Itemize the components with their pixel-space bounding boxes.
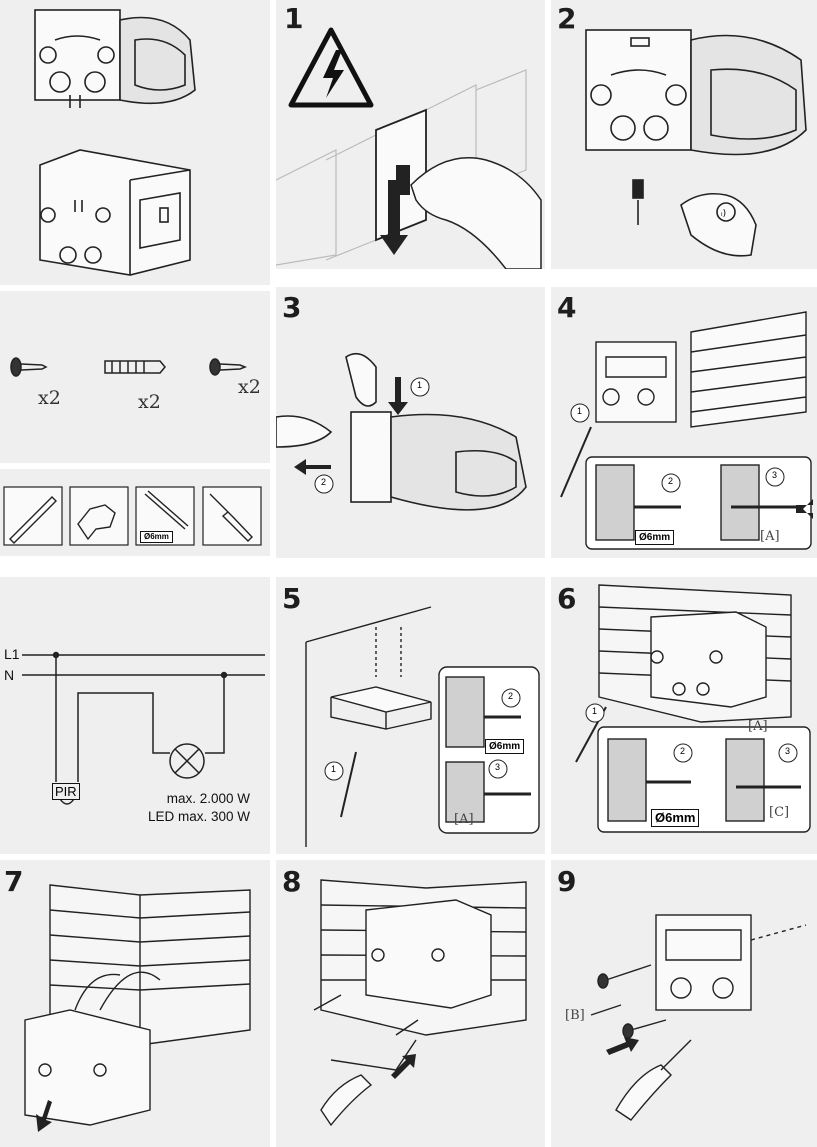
callout-3: 3 — [495, 762, 501, 772]
max-power-label: max. 2.000 W — [166, 791, 250, 806]
power-off-illustration — [276, 27, 542, 269]
open-cover-illustration — [276, 352, 527, 511]
panel-step-3: 3 1 2 — [276, 287, 545, 558]
panel-parts: x2 x2 x2 — [0, 291, 270, 463]
step-number: 3 — [282, 291, 302, 324]
led-max-label: LED max. 300 W — [147, 809, 250, 824]
step-number: 7 — [4, 865, 24, 898]
step-number: 1 — [284, 2, 304, 35]
reference-a: [A] — [748, 719, 768, 734]
callout-1: 1 — [331, 764, 337, 774]
step-number: 2 — [557, 2, 577, 35]
panel-step-7: 7 — [0, 860, 270, 1147]
callout-2: 2 — [668, 476, 674, 486]
callout-2: 2 — [321, 477, 327, 487]
tools-illustration — [3, 486, 262, 546]
drill-size-label: Ø6mm — [635, 530, 675, 545]
panel-step-4: 4 1 2 3 Ø6mm [A] — [551, 287, 817, 558]
step-number: 8 — [282, 865, 302, 898]
parts-illustration — [10, 357, 248, 377]
step-number: 4 — [557, 291, 577, 324]
panel-step-9: 9 [B] — [551, 860, 817, 1147]
reference-c: [C] — [769, 805, 790, 820]
warning-triangle-icon — [288, 27, 374, 108]
pull-cables-illustration — [24, 884, 251, 1132]
panel-tools: Ø6mm — [0, 469, 270, 556]
screw-count: x2 — [38, 387, 61, 409]
wall-mount-illustration — [575, 584, 811, 833]
small-screw-count: x2 — [238, 376, 261, 398]
reference-b: [B] — [565, 1008, 585, 1023]
step-number: 6 — [557, 582, 577, 615]
l1-label: L1 — [4, 646, 20, 662]
drill-bit-icon — [144, 490, 189, 530]
reference-a: [A] — [454, 812, 474, 827]
screwdriver-icon — [209, 493, 253, 542]
wall-plug-count: x2 — [138, 391, 161, 413]
pencil-icon — [9, 496, 57, 544]
final-screws-illustration — [590, 914, 807, 1121]
drill-size-label: Ø6mm — [651, 809, 700, 827]
pir-label: PIR — [52, 783, 80, 800]
screw-removal-illustration: ᵢ) — [585, 29, 807, 257]
sensor-illustration — [34, 9, 196, 276]
panel-step-8: 8 — [276, 860, 545, 1147]
callout-3: 3 — [772, 470, 778, 480]
drill-size-label: Ø6mm — [485, 739, 525, 754]
mark-drill-illustration — [560, 311, 813, 550]
ceiling-mount-illustration — [305, 606, 540, 847]
callout-3: 3 — [785, 746, 791, 756]
callout-2: 2 — [508, 691, 514, 701]
panel-step-1: 1 — [276, 0, 545, 269]
callout-1: 1 — [577, 406, 583, 416]
drill-bit-label: Ø6mm — [140, 531, 173, 543]
step-number: 9 — [557, 865, 577, 898]
drill-icon — [77, 504, 116, 541]
panel-step-5: 5 1 2 3 Ø6mm [A] — [276, 577, 545, 854]
callout-1: 1 — [417, 380, 423, 390]
callout-1: 1 — [592, 706, 598, 716]
callout-2: 2 — [680, 746, 686, 756]
panel-step-6: 6 1 2 3 [A] Ø6mm [C] — [551, 577, 817, 854]
panel-step-2: 2 ᵢ) — [551, 0, 817, 269]
wiring-diagram — [22, 651, 265, 805]
panel-wiring: L1 N PIR max. 2.000 W LED max. 300 W — [0, 577, 270, 854]
screw-plate-illustration — [313, 879, 527, 1127]
panel-product-overview — [0, 0, 270, 285]
step-number: 5 — [282, 582, 302, 615]
n-label: N — [4, 667, 15, 683]
reference-a: [A] — [760, 529, 780, 544]
svg-text:ᵢ): ᵢ) — [721, 209, 726, 219]
